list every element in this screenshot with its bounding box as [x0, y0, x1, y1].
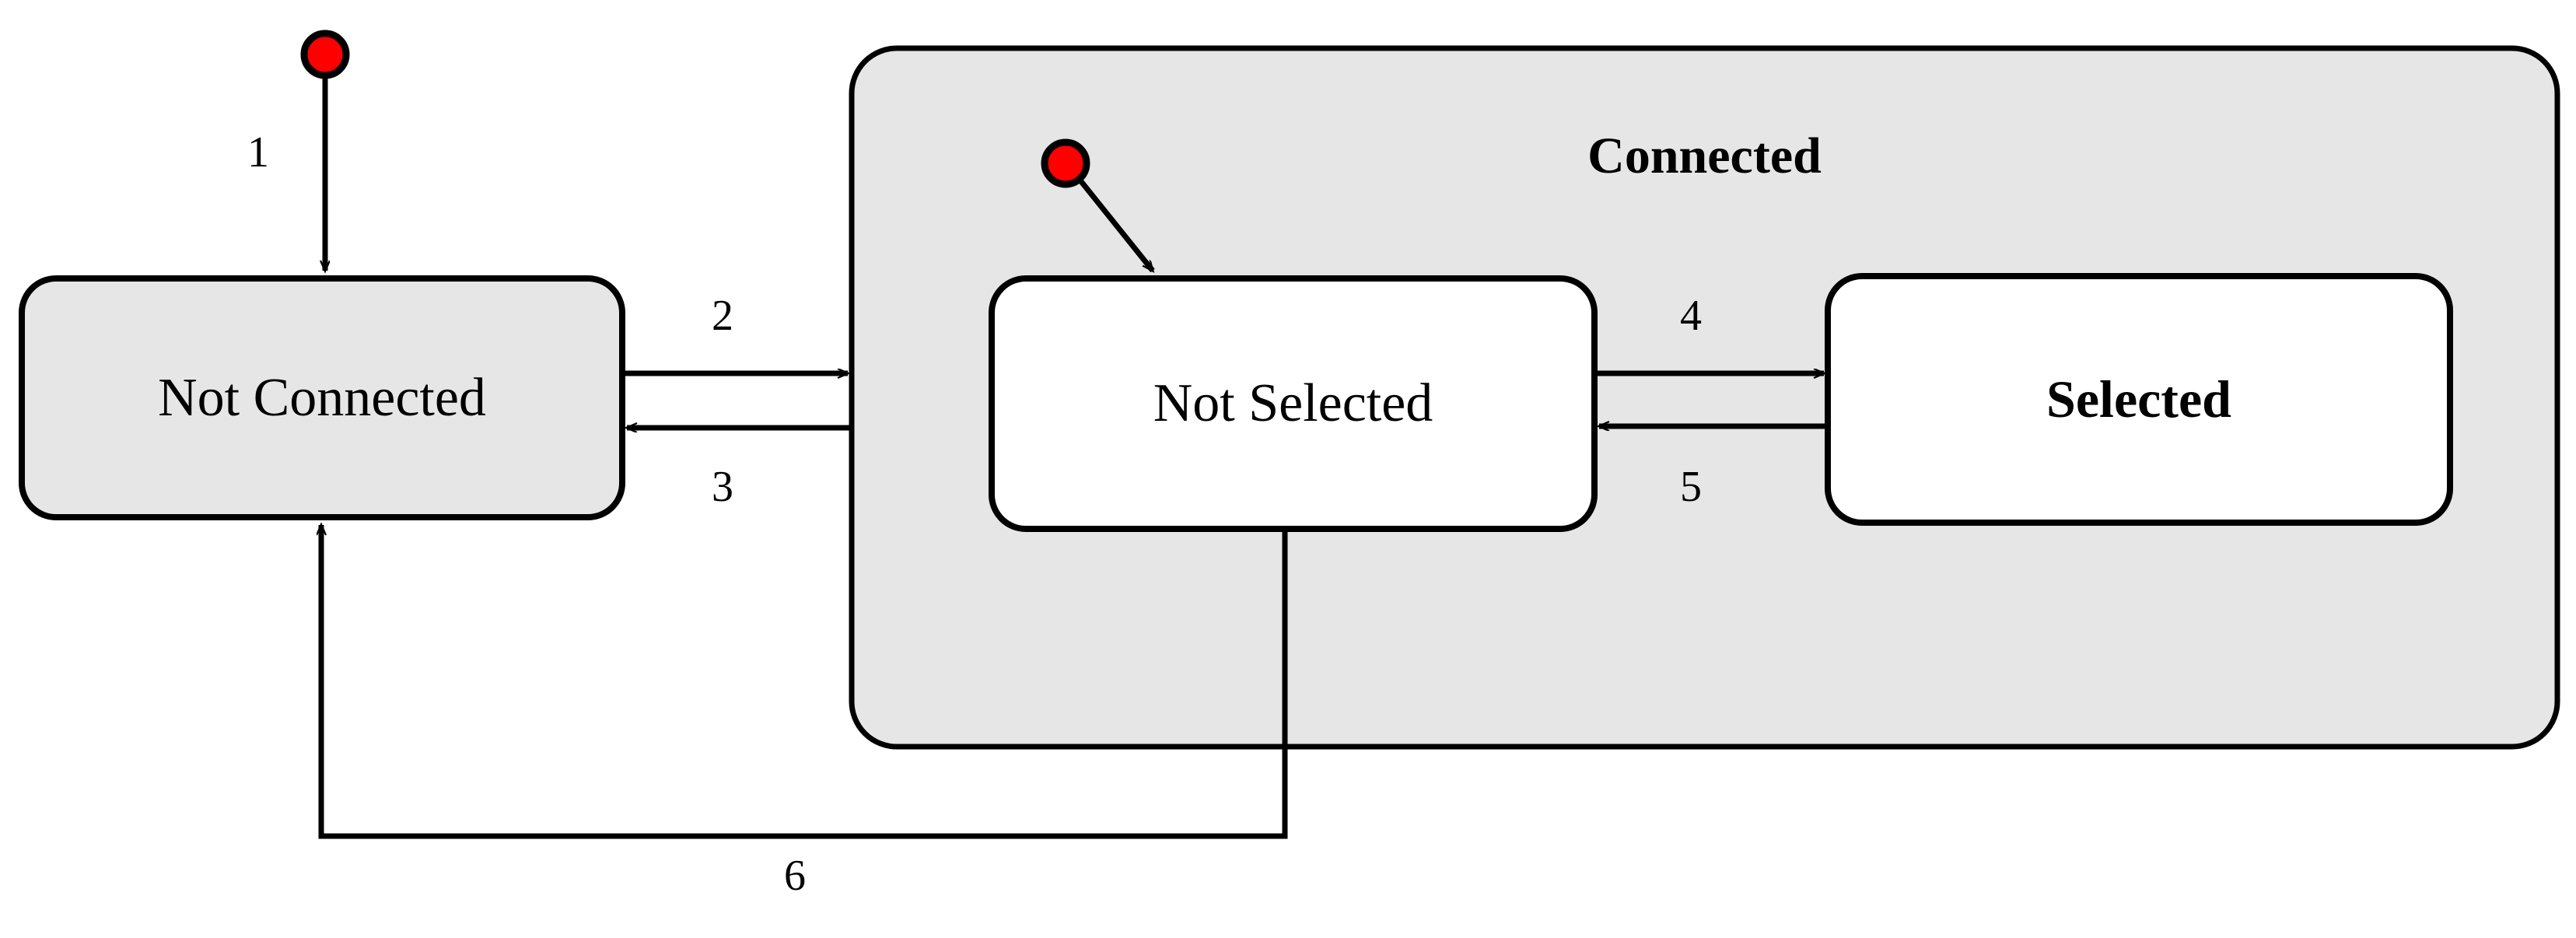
state-selected-shape[interactable] — [1825, 273, 2453, 526]
composite-state-connected-shape[interactable] — [849, 45, 2560, 750]
state-not-selected-shape[interactable] — [989, 275, 1598, 532]
initial-state-node-outer[interactable] — [300, 30, 350, 79]
initial-state-node-inner[interactable] — [1041, 138, 1090, 188]
transition-6-line[interactable] — [321, 525, 1288, 839]
state-not-connected-shape[interactable] — [19, 275, 625, 520]
transition-initial-inner-line[interactable] — [1078, 178, 1155, 271]
